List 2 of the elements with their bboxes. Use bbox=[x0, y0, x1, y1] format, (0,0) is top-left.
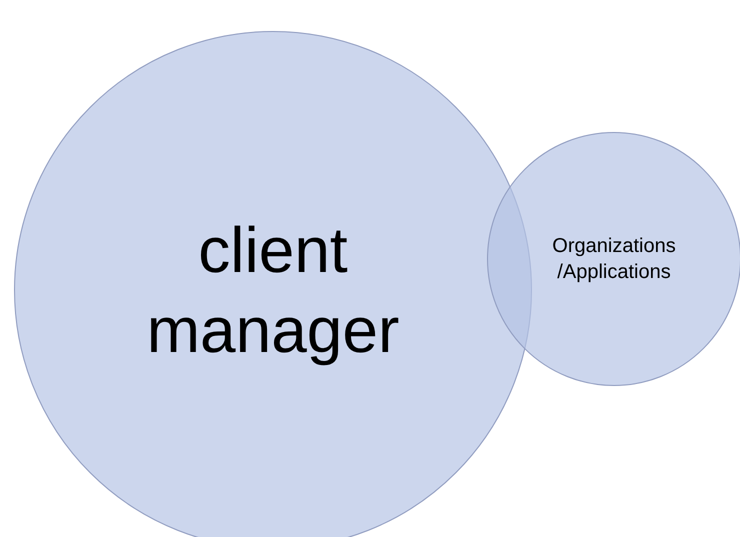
circle-label: client manager bbox=[146, 213, 400, 368]
circle-label: Organizations /Applications bbox=[551, 234, 677, 285]
